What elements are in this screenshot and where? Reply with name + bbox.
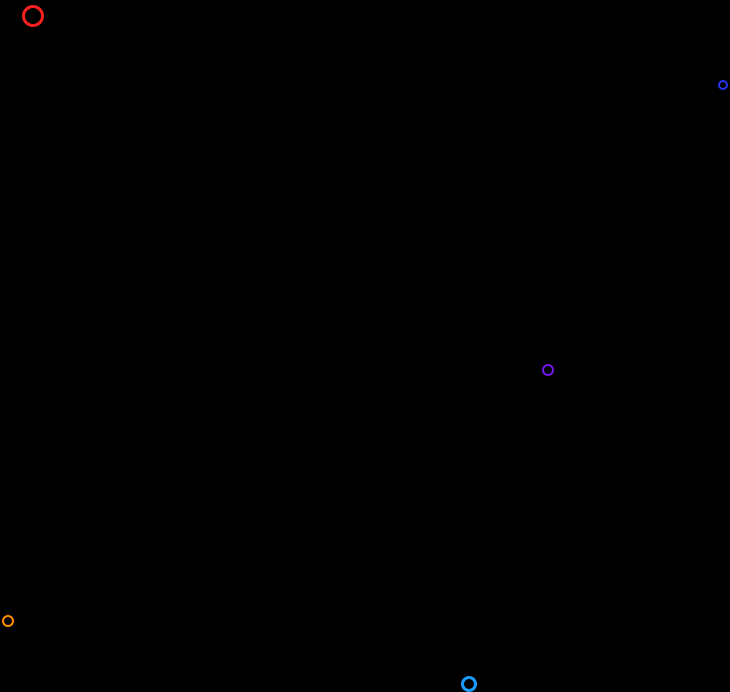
orb-cyan-bottom[interactable] <box>461 676 477 692</box>
orb-orange-bottom-left[interactable] <box>2 615 14 627</box>
orb-red-top-left[interactable] <box>22 5 44 27</box>
orb-blue-top-right[interactable] <box>718 80 728 90</box>
orb-purple-middle[interactable] <box>542 364 554 376</box>
